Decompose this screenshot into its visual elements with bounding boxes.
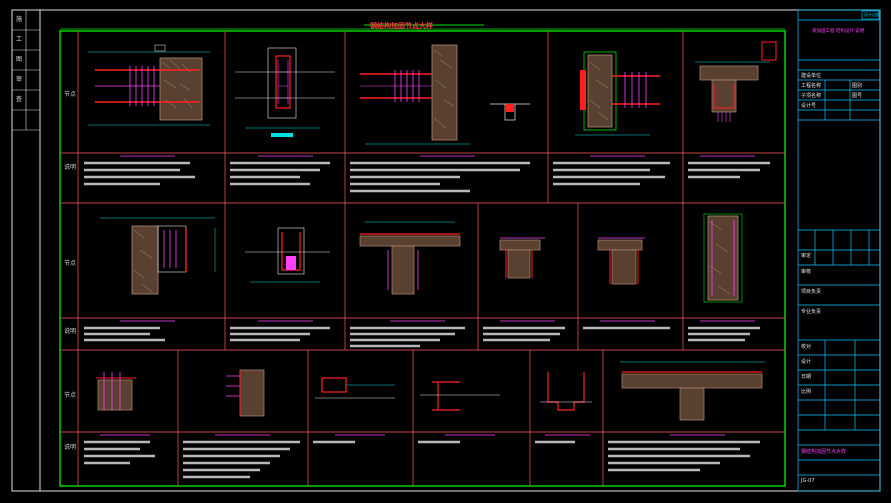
tb-field: 专业负责 [801, 309, 822, 315]
tb-field: 图号 [852, 93, 863, 99]
row3-note-label: 说明 [64, 444, 77, 451]
title-block [797, 9, 881, 492]
tb-field: 工程名称 [801, 83, 822, 89]
layout-grid [60, 31, 785, 486]
binding-strip [12, 10, 40, 131]
detail-14 [315, 377, 395, 399]
detail-beam-column-3 [360, 44, 530, 145]
detail-slab-8 [359, 221, 461, 295]
strip-char: 查 [16, 96, 23, 103]
strip-char: 施 [16, 16, 23, 23]
row2-note-label: 说明 [64, 328, 77, 335]
detail-beam-wall-1 [88, 44, 210, 126]
title-block-tag: 设计出图 [864, 12, 880, 17]
detail-column-wrap-6 [100, 217, 216, 295]
row2-label: 节点 [64, 260, 77, 267]
detail-beam-9 [499, 237, 545, 279]
detail-column-11 [703, 213, 743, 303]
notes-text [84, 161, 770, 479]
detail-13 [226, 369, 265, 417]
detail-beam-10 [597, 237, 645, 285]
caption-bars [100, 155, 755, 436]
drawing-frame [59, 30, 786, 487]
tb-field: 建设单位 [801, 73, 822, 79]
title-block-sheet-no: JG-07 [801, 478, 815, 484]
row3-label: 节点 [64, 392, 77, 399]
row1-label: 节点 [64, 91, 77, 98]
detail-12 [96, 372, 136, 411]
detail-column-4 [575, 51, 660, 136]
detail-slab-17 [620, 361, 765, 421]
title-block-drawing-name: 钢结构加固节点大样 [801, 449, 847, 455]
tb-field: 子项名称 [801, 93, 822, 99]
strip-char: 图 [16, 56, 23, 63]
sheet-title: 钢结构加固节点大样 [370, 22, 433, 30]
row1-note-label: 说明 [64, 164, 77, 171]
tb-field: 比例 [801, 389, 812, 395]
detail-section-7 [245, 227, 330, 283]
tb-field: 审核 [801, 269, 812, 275]
tb-field: 日期 [801, 374, 812, 380]
tb-field: 审定 [801, 253, 812, 259]
tb-field: 项目负责 [801, 289, 822, 295]
tb-field: 校对 [801, 344, 812, 350]
detail-section-2 [235, 47, 335, 137]
title-block-project: 某加固工程 结构设计 说明 [812, 29, 865, 34]
detail-15 [420, 381, 500, 411]
detail-slab-beam-5 [695, 41, 777, 122]
tb-field: 设计号 [801, 103, 817, 109]
title-underline [364, 24, 484, 26]
tb-field: 设计 [801, 359, 812, 365]
strip-char: 审 [16, 76, 23, 83]
tb-field: 图别 [852, 83, 863, 89]
strip-char: 工 [16, 36, 23, 43]
detail-16 [540, 372, 592, 411]
title-tag-box [861, 10, 880, 20]
